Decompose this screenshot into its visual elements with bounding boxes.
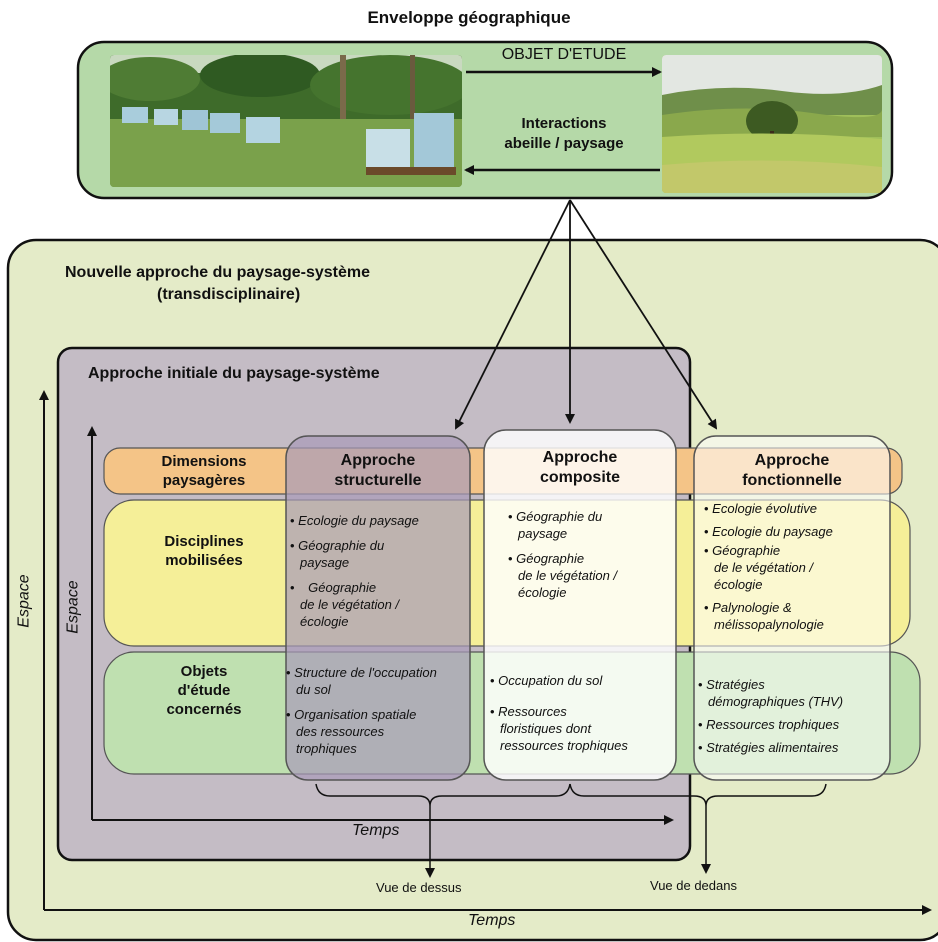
fonctionnelle-disciplines-list: Ecologie évolutive Ecologie du paysage G… — [704, 500, 833, 641]
list-item: Ecologie évolutive — [704, 500, 833, 517]
structurelle-head-line1: Approche — [340, 452, 416, 469]
outer-temps-label: Temps — [468, 912, 516, 929]
interactions-label-line2: abeille / paysage — [504, 135, 624, 152]
vue-dessus-label: Vue de dessus — [376, 880, 462, 895]
interactions-label-line1: Interactions — [521, 115, 607, 132]
list-item: Palynologie &mélissopalynologie — [704, 599, 833, 633]
envelope-title: Enveloppe géographique — [367, 8, 571, 27]
list-item: Ecologie du paysage — [704, 523, 833, 540]
list-item: Occupation du sol — [490, 672, 628, 689]
composite-head-line1: Approche — [542, 449, 618, 466]
row-label-objets: Objets d'étude concernés — [134, 662, 274, 719]
arrow-to-structurelle — [455, 199, 571, 430]
apiary-photo — [110, 55, 462, 187]
structurelle-head-line2: structurelle — [334, 472, 422, 489]
row-objets-line3: concernés — [166, 701, 242, 718]
initial-approach-title: Approche initiale du paysage-système — [88, 365, 380, 382]
fonctionnelle-head-line1: Approche — [754, 452, 830, 469]
new-approach-title: Nouvelle approche du paysage-système (tr… — [65, 262, 370, 306]
row-dimensions-line1: Dimensions — [161, 453, 247, 470]
inner-espace-label: Espace — [64, 580, 82, 634]
list-item: Ressources trophiques — [698, 716, 843, 733]
composite-head-line2: composite — [539, 469, 620, 486]
column-fonctionnelle-heading: Approche fonctionnelle — [694, 451, 890, 491]
row-objets-line1: Objets — [180, 663, 228, 680]
column-composite-heading: Approche composite — [484, 448, 676, 488]
row-disciplines-line2: mobilisées — [165, 552, 243, 569]
inner-temps-label: Temps — [352, 822, 400, 839]
list-item: Ecologie du paysage — [290, 512, 419, 529]
new-approach-title-line1: Nouvelle approche du paysage-système — [65, 264, 370, 281]
vue-dedans-label: Vue de dedans — [650, 878, 737, 893]
objet-etude-label: OBJET D'ETUDE — [501, 46, 627, 63]
row-label-dimensions: Dimensions paysagères — [134, 452, 274, 490]
composite-objets-list: Occupation du sol Ressourcesfloristiques… — [490, 672, 628, 762]
row-disciplines-line1: Disciplines — [164, 533, 244, 550]
fonctionnelle-head-line2: fonctionnelle — [742, 472, 842, 489]
arrow-to-fonctionnelle — [569, 199, 718, 430]
row-label-disciplines: Disciplines mobilisées — [134, 532, 274, 570]
row-objets-line2: d'étude — [177, 682, 231, 699]
column-structurelle-heading: Approche structurelle — [286, 451, 470, 491]
row-dimensions-line2: paysagères — [162, 472, 246, 489]
new-approach-title-line2: (transdisciplinaire) — [157, 286, 301, 303]
landscape-photo — [662, 55, 882, 193]
outer-espace-label: Espace — [15, 574, 33, 628]
structurelle-disciplines-list: Ecologie du paysage Géographie dupaysage… — [290, 512, 419, 638]
list-item: Stratégies alimentaires — [698, 739, 843, 756]
